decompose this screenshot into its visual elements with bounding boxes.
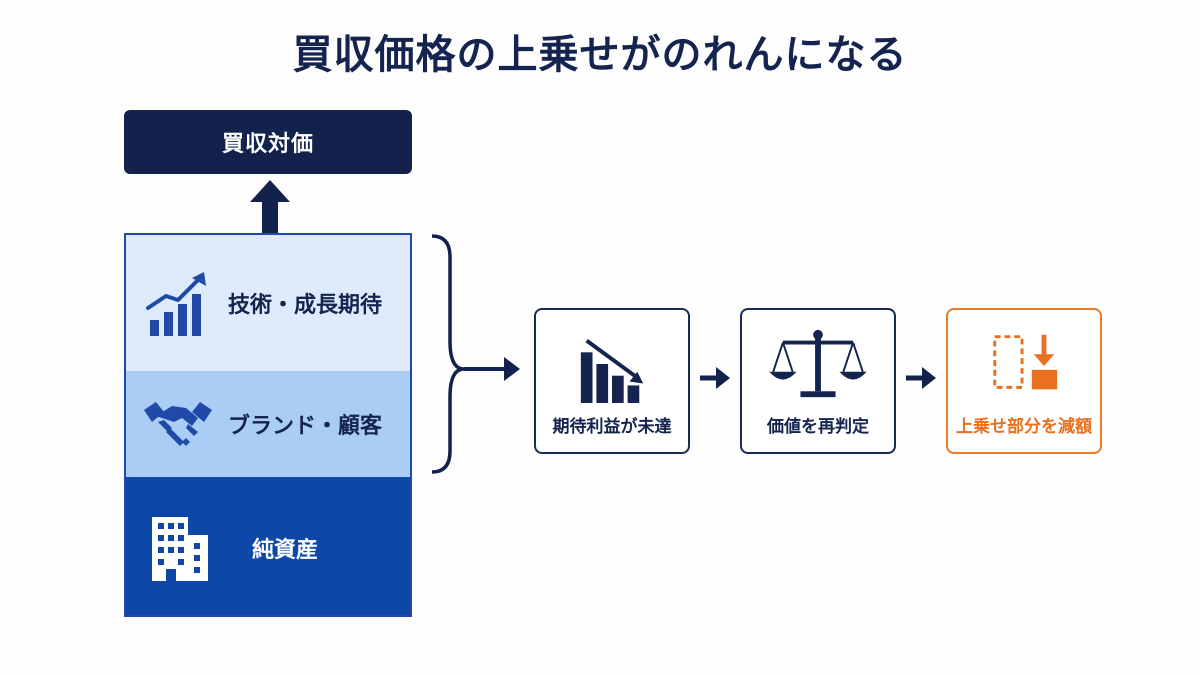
step-label-2: 価値を再判定 bbox=[767, 417, 869, 437]
layer-brand-customer: ブランド・顧客 bbox=[126, 371, 410, 477]
layer-label-net-assets: 純資産 bbox=[252, 538, 319, 563]
acquisition-price-label: 買収対価 bbox=[221, 132, 314, 157]
declining-chart-icon bbox=[580, 339, 644, 403]
page-title: 買収価格の上乗せがのれんになる bbox=[292, 32, 908, 78]
layer-net-assets: 純資産 bbox=[126, 477, 410, 615]
step-profit-shortfall: 期待利益が未達 bbox=[534, 308, 690, 454]
arrow-right-icon bbox=[906, 367, 936, 389]
acquisition-price-box: 買収対価 bbox=[124, 110, 412, 174]
layer-label-technology: 技術・成長期待 bbox=[228, 293, 383, 318]
value-stack: 技術・成長期待 ブランド・顧客 純資産 bbox=[124, 233, 412, 617]
rising-chart-icon bbox=[146, 272, 206, 336]
up-arrow-icon bbox=[250, 180, 290, 236]
layer-technology-growth: 技術・成長期待 bbox=[126, 235, 410, 371]
building-icon bbox=[152, 517, 208, 581]
step-label-1: 期待利益が未達 bbox=[552, 417, 672, 437]
scale-icon bbox=[769, 329, 867, 398]
step-label-3: 上乗せ部分を減額 bbox=[956, 417, 1092, 437]
layer-label-brand: ブランド・顧客 bbox=[228, 414, 383, 439]
handshake-icon bbox=[144, 402, 212, 446]
step-revaluate: 価値を再判定 bbox=[740, 308, 896, 454]
arrow-right-icon bbox=[700, 367, 730, 389]
brace-icon bbox=[431, 234, 520, 474]
step-reduce-premium: 上乗せ部分を減額 bbox=[946, 308, 1102, 454]
reduce-box-icon bbox=[993, 334, 1058, 390]
